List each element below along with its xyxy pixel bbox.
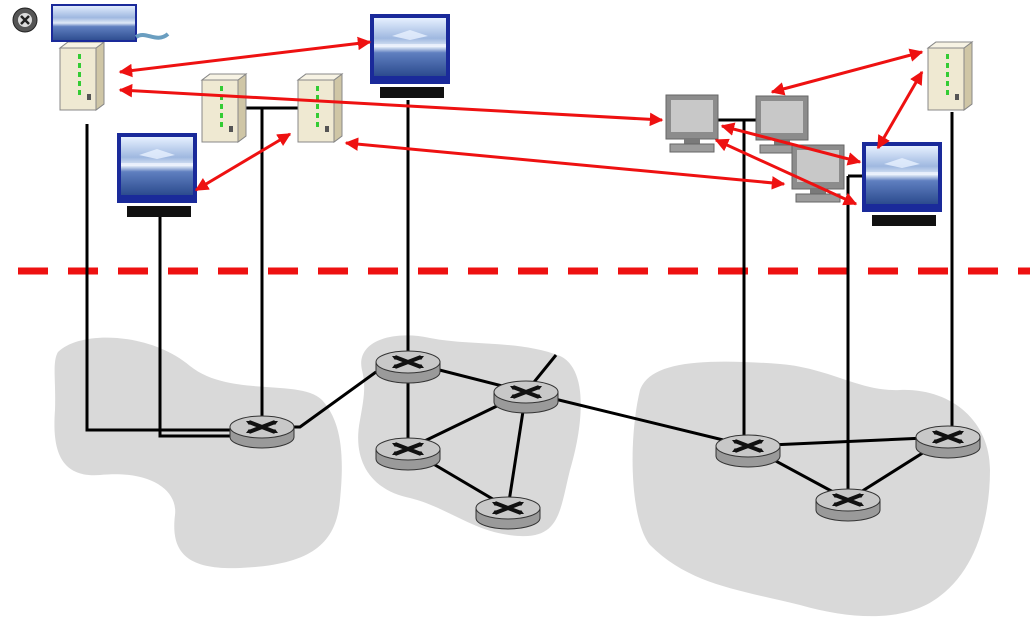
monitor-icon [862,142,942,226]
physical-link [85,124,232,432]
physical-link [158,215,232,438]
desktop-pc-icon [755,95,809,154]
router-icon [374,349,442,385]
overlay-links [118,36,924,206]
router-icon [714,433,782,469]
server-icon [927,41,973,111]
router-icon [228,414,296,450]
server-icon [59,41,105,111]
overlay-link [118,83,664,127]
router-icon [914,424,982,460]
server-icon [297,73,343,143]
access-network-cloud-left [54,337,342,569]
access-network-cloud-right [632,361,990,617]
monitor-icon [117,133,197,217]
router-icon [814,487,882,523]
physical-link [525,390,749,448]
video-feed-icon [12,4,170,42]
overlay-link [118,36,372,78]
monitor-icon [370,14,450,98]
router-icon [492,379,560,415]
overlay-link [714,138,858,206]
server-icon [201,73,247,143]
router-icon [474,495,542,531]
overlay-link [344,137,786,190]
desktop-pc-icon [665,94,719,153]
overlay-link [770,48,924,96]
router-icon [374,436,442,472]
overlay-link [876,70,924,150]
overlay-link [194,132,292,192]
